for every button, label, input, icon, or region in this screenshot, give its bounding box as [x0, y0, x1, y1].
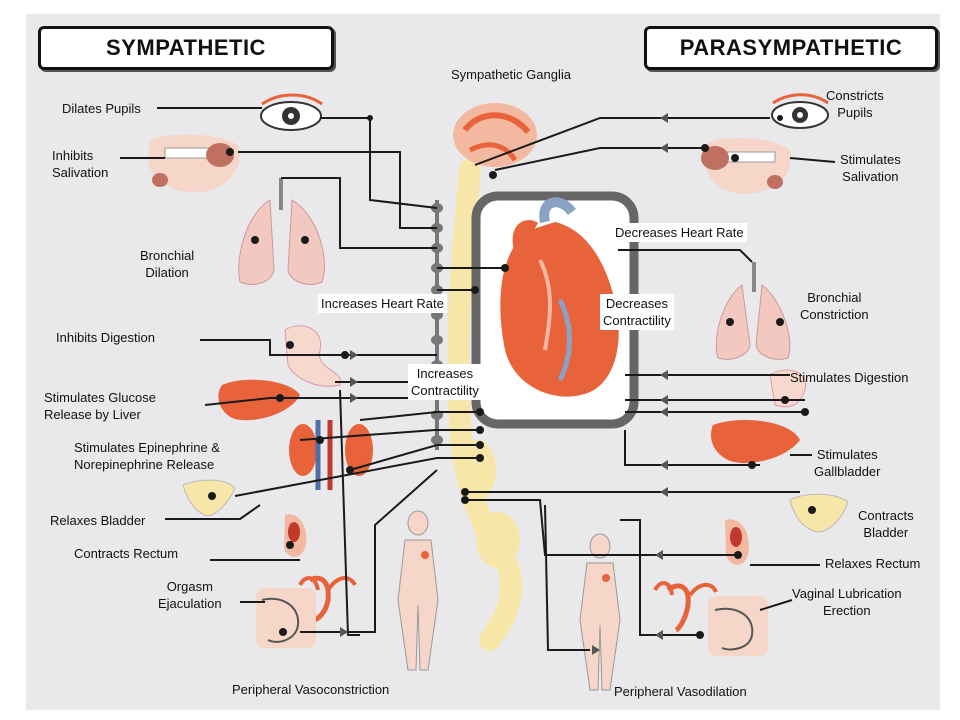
- sympathetic-ganglia-markers: [340, 350, 358, 637]
- vaginal-lubrication-erection-label: Vaginal Lubrication Erection: [792, 586, 902, 618]
- peripheral-vasodilation-label: Peripheral Vasodilation: [614, 684, 747, 699]
- parasympathetic-pathways: [465, 117, 836, 651]
- increases-heart-rate-label: Increases Heart Rate: [318, 294, 447, 313]
- relaxes-bladder-label: Relaxes Bladder: [50, 513, 146, 528]
- right-organs: [579, 93, 849, 691]
- peripheral-vasoconstriction-label: Peripheral Vasoconstriction: [232, 682, 390, 697]
- inhibits-salivation-label: Inhibits Salivation: [52, 148, 109, 180]
- orgasm-ejaculation-label: Orgasm Ejaculation: [158, 579, 222, 611]
- dilates-pupils-label: Dilates Pupils: [62, 101, 141, 116]
- left-organs: [148, 93, 439, 671]
- parasympathetic-pathway-nodes: [461, 115, 816, 639]
- spinal-cord: [447, 159, 523, 651]
- stimulates-digestion-label: Stimulates Digestion: [790, 370, 909, 385]
- relaxes-rectum-label: Relaxes Rectum: [825, 556, 921, 571]
- sympathetic-pathway-nodes: [208, 115, 509, 636]
- sympathetic-title: SYMPATHETIC: [38, 26, 334, 70]
- parasympathetic-title: PARASYMPATHETIC: [644, 26, 938, 70]
- stimulates-epinephrine-label: Stimulates Epinephrine & Norepinephrine …: [74, 440, 220, 472]
- brain-illustration: [453, 103, 537, 167]
- inhibits-digestion-label: Inhibits Digestion: [56, 330, 155, 345]
- decreases-heart-rate-label: Decreases Heart Rate: [612, 223, 747, 242]
- stimulates-glucose-label: Stimulates Glucose Release by Liver: [44, 390, 156, 422]
- stimulates-salivation-label: Stimulates Salivation: [840, 152, 901, 184]
- increases-contractility-label: Increases Contractility: [408, 364, 482, 400]
- bronchial-dilation-label: Bronchial Dilation: [140, 248, 195, 280]
- contracts-bladder-label: Contracts Bladder: [858, 508, 914, 540]
- stimulates-gallbladder-label: Stimulates Gallbladder: [814, 447, 881, 479]
- decreases-contractility-label: Decreases Contractility: [600, 294, 674, 330]
- constricts-pupils-label: Constricts Pupils: [826, 88, 884, 120]
- heart-frame: [471, 191, 639, 429]
- contracts-rectum-label: Contracts Rectum: [74, 546, 179, 561]
- bronchial-constriction-label: Bronchial Constriction: [800, 290, 869, 322]
- sympathetic-ganglia-label: Sympathetic Ganglia: [451, 67, 571, 82]
- parasympathetic-ganglia-markers: [592, 113, 668, 655]
